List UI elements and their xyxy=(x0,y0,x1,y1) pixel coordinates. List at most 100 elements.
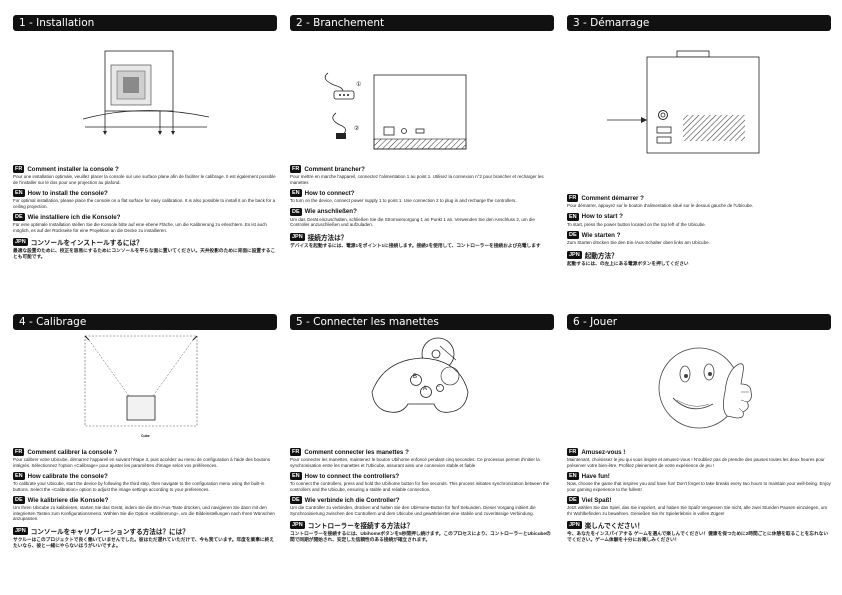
panel-title: 6 - Jouer xyxy=(567,314,831,330)
panel-title: 4 - Calibrage xyxy=(13,314,277,330)
connection-illustration: ① ② xyxy=(290,43,554,153)
label-two: ② xyxy=(354,126,360,132)
lang-badge: JPN xyxy=(13,526,28,535)
question: 起動方法？ xyxy=(584,252,618,260)
question: How calibrate the console? xyxy=(27,472,108,480)
answer: 今、あなたをインスパイアする ゲームを選んで楽しんでください！健康を保つために2… xyxy=(567,531,829,542)
question: Comment installer la console ? xyxy=(27,165,119,173)
controller-illustration: B A ⌂ xyxy=(290,332,554,432)
answer: デバイスを起動するには、電源1をポイント1に接続します。接続2を使用して、コント… xyxy=(290,242,541,248)
lang-badge: JPN xyxy=(290,521,305,529)
answer: Pour connecter les manettes, maintenez l… xyxy=(290,457,540,468)
question: Have fun! xyxy=(581,472,610,480)
lang-badge: EN xyxy=(13,189,25,197)
answer: To connect the controllers, press and ho… xyxy=(290,481,550,492)
lang-badge: FR xyxy=(567,448,579,456)
answer: 起動するには、の左上にある電源ボタンを押してください xyxy=(567,260,689,266)
lang-badge: DE xyxy=(13,213,25,221)
question: Wie anschließen? xyxy=(304,208,357,215)
lang-badge: EN xyxy=(567,472,579,480)
question: How to install the console? xyxy=(27,189,108,197)
question: Wie installiere ich die Konsole? xyxy=(27,213,121,221)
question: 楽しんでください！ xyxy=(584,523,644,530)
question: Wie kalibriere die Konsole? xyxy=(27,496,109,504)
question: コンソールをインストールするには？ xyxy=(30,240,143,247)
panel-title: 3 - Démarrage xyxy=(567,15,831,31)
panel-title: 2 - Branchement xyxy=(290,15,554,31)
lang-badge: DE xyxy=(290,207,302,216)
lang-badge: EN xyxy=(290,472,302,480)
answer: サクルーはこのプロジェクトで良く働いていませんでした。彼はただ遅れていただけで、… xyxy=(13,536,274,548)
lang-badge: FR xyxy=(290,448,302,456)
answer: コントローラーを接続するには、Ubihomeボタンを5秒間押し続けます。このプロ… xyxy=(290,531,551,542)
thumbs-up-smiley-icon xyxy=(567,330,831,442)
question: Wie starten ? xyxy=(581,231,621,239)
power-button-illustration xyxy=(567,43,831,163)
lang-badge: JPN xyxy=(290,232,305,241)
lang-badge: JPN xyxy=(13,238,28,246)
lang-badge: DE xyxy=(290,496,302,504)
question: How to connect the controllers? xyxy=(304,472,400,480)
cube-label: Cube xyxy=(141,434,150,438)
answer: Um Ihren Ubicube zu kalibrieren, starten… xyxy=(13,505,275,521)
question: Comment démarrer ? xyxy=(581,194,644,202)
calibration-illustration: Cube xyxy=(13,332,277,438)
answer: 最適な設置のために、校正を容易にするためにコンソールを平らな面に置いてください。… xyxy=(13,248,276,259)
answer: Now, choose the game that inspires you a… xyxy=(567,481,831,492)
answer: Pour une installation optimale, veuillez… xyxy=(13,174,276,185)
answer: Jetzt wählen Sie das Spiel, das Sie insp… xyxy=(567,505,828,516)
question: Wie verbinde ich die Controller? xyxy=(304,496,400,504)
question: Comment connecter les manettes ? xyxy=(304,448,409,456)
answer: Für eine optimale Installation stellen S… xyxy=(13,222,267,233)
lang-badge: FR xyxy=(567,194,579,202)
lang-badge: FR xyxy=(290,165,302,173)
lang-badge: EN xyxy=(13,472,25,480)
question: コンソールをキャリブレーションする方法は？には？ xyxy=(30,528,189,536)
answer: Zum Starten drücken Sie den Ein-/Aus-Sch… xyxy=(567,240,710,245)
answer: To calibrate your Ubicube, start the dev… xyxy=(13,481,265,492)
question: Comment calibrer la console ? xyxy=(27,448,118,456)
installation-illustration xyxy=(13,43,277,153)
button-b: B xyxy=(413,374,418,380)
panel-title: 5 - Connecter les manettes xyxy=(290,314,554,330)
lang-badge: DE xyxy=(13,496,25,504)
lang-badge: FR xyxy=(13,448,25,456)
question: How to start ? xyxy=(581,213,623,220)
question: コントローラーを接続する方法は？ xyxy=(307,523,414,530)
lang-badge: FR xyxy=(13,165,25,173)
question: Comment brancher? xyxy=(304,165,365,173)
button-a: A xyxy=(423,386,428,392)
answer: Um die Controller zu verbinden, drücken … xyxy=(290,505,536,516)
answer: Pour calibrer votre Ubicube, démarrez l'… xyxy=(13,457,270,468)
